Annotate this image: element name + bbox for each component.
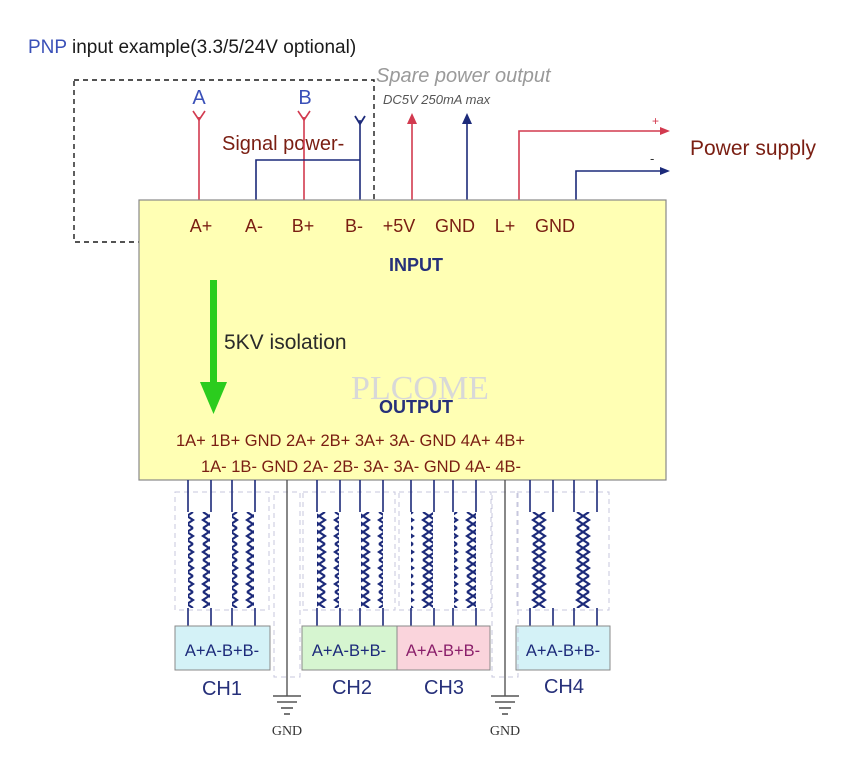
input-pin-b-plus: B+ xyxy=(292,216,315,236)
power-minus-label: - xyxy=(650,151,654,166)
output-pins-row1: 1A+ 1B+ GND 2A+ 2B+ 3A+ 3A- GND 4A+ 4B+ xyxy=(176,432,525,450)
input-pin-gnd: GND xyxy=(435,216,475,236)
ground-icon xyxy=(273,480,301,715)
input-pin-b-minus: B- xyxy=(345,216,363,236)
gnd-label-right: GND xyxy=(490,724,520,739)
signal-b-label: B xyxy=(298,87,311,109)
wire-power-l-plus xyxy=(518,130,664,200)
connector-ch1: A+A-B+B- xyxy=(174,625,271,671)
power-supply-label: Power supply xyxy=(690,137,817,160)
isolation-module xyxy=(138,199,667,481)
output-pins-row2: 1A- 1B- GND 2A- 2B- 3A- 3A- GND 4A- 4B- xyxy=(201,458,521,476)
isolation-label: 5KV isolation xyxy=(224,331,347,354)
arrow-spare-gnd-icon xyxy=(462,113,472,124)
connector-ch4-pins: A+A-B+B- xyxy=(526,642,600,660)
connector-ch3-pins: A+A-B+B- xyxy=(406,642,480,660)
arrow-signal-power-icon xyxy=(354,115,366,126)
cable-ch3 xyxy=(398,480,492,626)
diagram-title: PNP input example(3.3/5/24V optional) xyxy=(28,37,356,58)
wire-a-minus xyxy=(255,159,360,200)
arrow-power-minus-icon xyxy=(660,167,670,175)
title-rest: input example(3.3/5/24V optional) xyxy=(67,37,356,58)
cable-ch2 xyxy=(302,480,396,626)
isolation-arrow-icon xyxy=(200,382,227,414)
spare-power-label: Spare power output xyxy=(376,65,552,87)
wire-power-gnd xyxy=(575,170,664,200)
connector-ch2: A+A-B+B- xyxy=(301,625,398,671)
input-pin-power-gnd: GND xyxy=(535,216,575,236)
input-pin-a-minus: A- xyxy=(245,216,263,236)
watermark-logo: PLCOME xyxy=(351,370,489,407)
input-pin-5v: +5V xyxy=(383,216,416,236)
channel-ch3-label: CH3 xyxy=(424,677,464,699)
arrow-a-icon xyxy=(192,110,206,122)
input-pin-l-plus: L+ xyxy=(495,216,516,236)
title-prefix: PNP xyxy=(28,37,67,58)
connector-ch2-pins: A+A-B+B- xyxy=(312,642,386,660)
spare-power-spec: DC5V 250mA max xyxy=(383,92,491,107)
signal-power-label: Signal power- xyxy=(222,133,344,155)
isolation-arrow-shaft xyxy=(210,280,217,384)
input-label: INPUT xyxy=(389,255,443,275)
connector-ch4: A+A-B+B- xyxy=(515,625,611,671)
output-label: OUTPUT xyxy=(379,397,453,417)
connector-ch1-pins: A+A-B+B- xyxy=(185,642,259,660)
signal-a-label: A xyxy=(192,87,206,109)
arrow-power-plus-icon xyxy=(660,127,670,135)
channel-ch4-label: CH4 xyxy=(544,676,584,698)
input-pins: A+ A- B+ B- +5V GND L+ GND xyxy=(190,216,575,236)
channel-ch1-label: CH1 xyxy=(202,678,242,700)
ground-icon xyxy=(491,480,519,715)
cable-ch1 xyxy=(174,480,270,626)
power-plus-label: + xyxy=(652,114,659,128)
input-pin-a-plus: A+ xyxy=(190,216,213,236)
arrow-b-icon xyxy=(297,110,311,122)
channel-ch2-label: CH2 xyxy=(332,677,372,699)
arrow-spare-5v-icon xyxy=(407,113,417,124)
cable-ch4 xyxy=(516,480,610,626)
gnd-label-left: GND xyxy=(272,724,302,739)
connector-ch3: A+A-B+B- xyxy=(396,625,491,671)
